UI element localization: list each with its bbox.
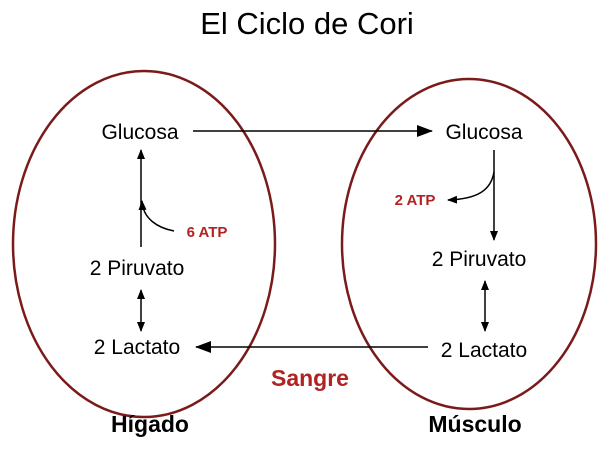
- muscle-atp-curve-arrow: [447, 171, 495, 204]
- liver-atp-label: 6 ATP: [187, 224, 228, 241]
- muscle-outline: [340, 77, 598, 411]
- muscle-glucose-label: Glucosa: [445, 121, 522, 144]
- liver-atp-curve-arrow: [138, 200, 175, 232]
- liver-glucose-label: Glucosa: [101, 121, 178, 144]
- diagram-title: El Ciclo de Cori: [200, 6, 414, 41]
- liver-lactate-label: 2 Lactato: [94, 336, 180, 359]
- muscle-lactate-label: 2 Lactato: [441, 339, 527, 362]
- liver-outline: [11, 69, 277, 419]
- muscle-label: Músculo: [428, 411, 521, 437]
- muscle-atp-label: 2 ATP: [395, 192, 436, 209]
- liver-label: Hígado: [111, 411, 189, 437]
- blood-label: Sangre: [271, 365, 349, 391]
- muscle-pyruvate-label: 2 Piruvato: [432, 248, 527, 271]
- liver-pyruvate-label: 2 Piruvato: [90, 257, 185, 280]
